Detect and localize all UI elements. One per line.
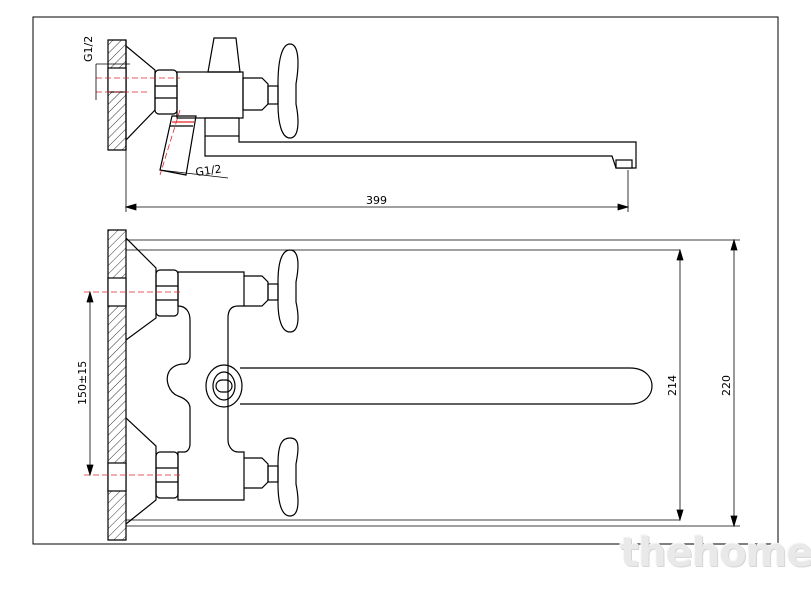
dimension-height-inner [676, 248, 684, 522]
dimension-spacing-text: 150±15 [76, 361, 89, 405]
escutcheon [125, 45, 156, 141]
drawing-frame [32, 16, 779, 545]
top-view [107, 229, 680, 541]
dimension-length-text: 399 [366, 194, 387, 207]
top-view-body [166, 271, 245, 501]
top-view-wall [107, 229, 127, 541]
dimension-height-outer [126, 238, 740, 528]
side-handle [277, 43, 299, 139]
top-view-centerlines [84, 291, 182, 476]
mixer-body [176, 71, 244, 119]
thread-label-top: G1/2 [82, 36, 130, 100]
side-view-wall [107, 39, 127, 151]
thread-label-top-text: G1/2 [82, 36, 95, 62]
eccentric-nut [154, 69, 178, 115]
watermark: thehome [620, 530, 811, 576]
hose-thread [159, 115, 197, 176]
top-view-spout [240, 367, 653, 405]
dimension-height-outer-text: 220 [720, 375, 733, 396]
dimension-height-inner-text: 214 [666, 375, 679, 396]
dimension-spacing [86, 290, 94, 477]
diverter-knob [207, 37, 241, 73]
thread-label-bottom: G1/2 [159, 162, 229, 179]
diverter-knob-top [205, 364, 243, 408]
top-handle-upper [277, 249, 299, 333]
dimension-length [124, 150, 630, 212]
side-view [107, 37, 637, 176]
thread-label-bottom-text: G1/2 [195, 162, 223, 179]
side-spout [204, 136, 637, 169]
top-handle-lower [277, 437, 299, 517]
side-view-centerlines [96, 77, 181, 176]
